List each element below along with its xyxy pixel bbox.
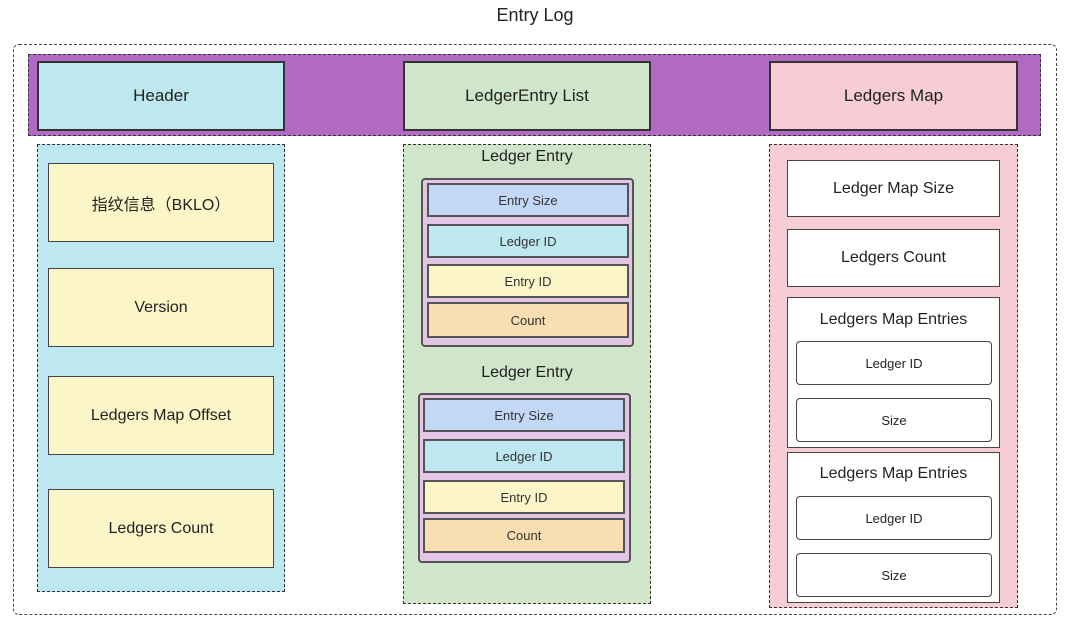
ledger-entry-label: Ledger Entry [481, 148, 573, 165]
header-block: Header [37, 61, 285, 131]
map-entry-size-field: Size [796, 398, 992, 442]
ledger-entry-list-block: LedgerEntry List [403, 61, 651, 131]
map-entry-ledger-id-field: Ledger ID [796, 341, 992, 385]
map-entry-size-field: Size [796, 553, 992, 597]
header-field-ledgers-map-offset: Ledgers Map Offset [48, 376, 274, 455]
ledger-entry-label: Ledger Entry [481, 364, 573, 381]
map-entry-ledger-id-field: Ledger ID [796, 496, 992, 540]
header-field-fingerprint: 指纹信息（BKLO） [48, 163, 274, 242]
ledgers-count-field: Ledgers Count [787, 229, 1000, 287]
ledger-id-field: Ledger ID [427, 224, 629, 258]
ledger-id-field: Ledger ID [423, 439, 625, 473]
header-field-version: Version [48, 268, 274, 347]
entry-id-field: Entry ID [423, 480, 625, 514]
entry-id-field: Entry ID [427, 264, 629, 298]
entry-size-field: Entry Size [427, 183, 629, 217]
ledger-map-size-field: Ledger Map Size [787, 160, 1000, 217]
header-field-ledgers-count: Ledgers Count [48, 489, 274, 568]
ledgers-map-entries-label: Ledgers Map Entries [819, 465, 968, 482]
count-field: Count [427, 302, 629, 338]
ledgers-map-entries-label: Ledgers Map Entries [819, 311, 968, 328]
entry-log-container [13, 44, 1057, 615]
entry-size-field: Entry Size [423, 398, 625, 432]
count-field: Count [423, 518, 625, 553]
ledgers-map-block: Ledgers Map [769, 61, 1018, 131]
diagram-title: Entry Log [496, 4, 574, 25]
